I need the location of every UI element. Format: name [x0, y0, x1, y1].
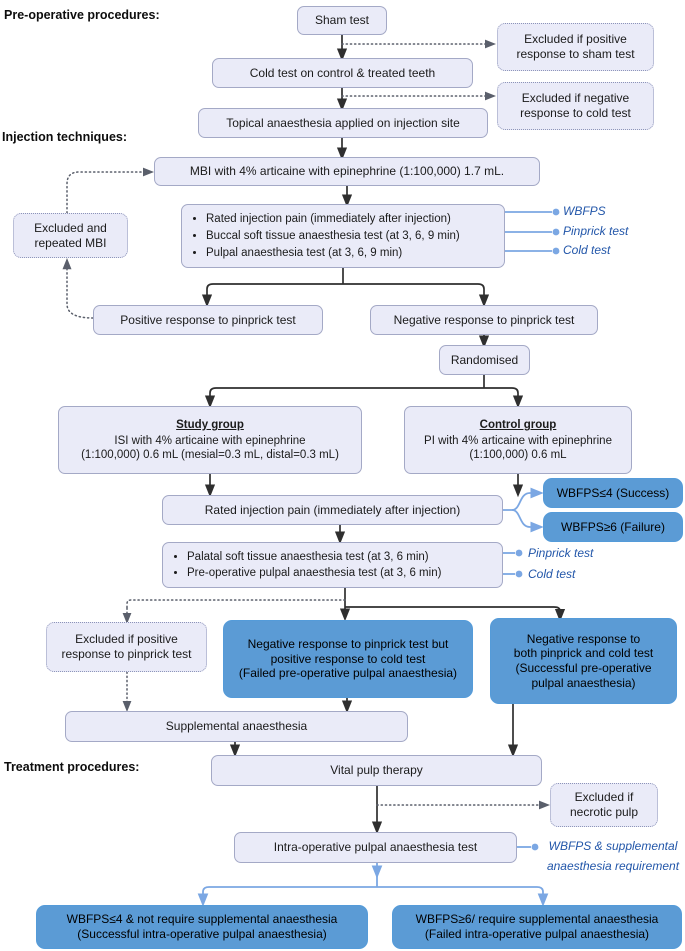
bullet-item: Pulpal anaesthesia test (at 3, 6, 9 min)	[206, 246, 460, 260]
success-preop-line3: (Successful pre-operative	[515, 661, 652, 675]
intra-label-line2: anaesthesia requirement	[546, 858, 680, 873]
node-excluded-necrotic: Excluded if necrotic pulp	[550, 783, 658, 827]
failed-preop-line3: (Failed pre-operative pulpal anaesthesia…	[238, 666, 458, 681]
label-pinprick-test-1: Pinprick test	[563, 224, 629, 238]
final-success-line2: (Successful intra-operative pulpal anaes…	[77, 927, 327, 941]
node-excluded-cold: Excluded if negative response to cold te…	[497, 82, 654, 130]
section-heading-preoperative: Pre-operative procedures:	[4, 8, 160, 22]
control-group-title: Control group	[479, 418, 557, 431]
node-wbfps-success: WBFPS≤4 (Success)	[543, 478, 683, 508]
node-excluded-sham: Excluded if positive response to sham te…	[497, 23, 654, 71]
control-group-line1: PI with 4% articaine with epinephrine	[424, 434, 612, 447]
node-supplemental-anaesthesia: Supplemental anaesthesia	[65, 711, 408, 742]
node-positive-pinprick: Positive response to pinprick test	[93, 305, 323, 335]
node-failed-preoperative: Negative response to pinprick test but p…	[223, 620, 473, 698]
node-final-success: WBFPS≤4 & not require supplemental anaes…	[36, 905, 368, 949]
node-study-group: Study group ISI with 4% articaine with e…	[58, 406, 362, 474]
control-group-line2: (1:100,000) 0.6 mL	[469, 449, 567, 461]
node-randomised: Randomised	[439, 345, 530, 375]
label-wbfps: WBFPS	[563, 204, 606, 218]
study-group-line1: ISI with 4% articaine with epinephrine	[114, 434, 306, 447]
bullet-item: Buccal soft tissue anaesthesia test (at …	[206, 229, 460, 243]
node-negative-pinprick: Negative response to pinprick test	[370, 305, 598, 335]
label-cold-test-2: Cold test	[528, 567, 576, 581]
node-final-failure: WBFPS≥6/ require supplemental anaesthesi…	[392, 905, 682, 949]
study-group-title: Study group	[176, 418, 244, 431]
success-preop-line1: Negative response to	[526, 631, 641, 646]
label-wbfps-supplemental: WBFPS & supplemental anaesthesia require…	[543, 837, 683, 877]
node-excluded-pinprick: Excluded if positive response to pinpric…	[46, 622, 207, 672]
node-sham-test: Sham test	[297, 6, 387, 35]
section-heading-treatment: Treatment procedures:	[4, 760, 140, 774]
node-control-group: Control group PI with 4% articaine with …	[404, 406, 632, 474]
node-topical-anaesthesia: Topical anaesthesia applied on injection…	[198, 108, 488, 138]
node-assessment-list-1: Rated injection pain (immediately after …	[181, 204, 505, 268]
node-wbfps-failure: WBFPS≥6 (Failure)	[543, 512, 683, 542]
study-group-line2: (1:100,000) 0.6 mL (mesial=0.3 mL, dista…	[81, 449, 339, 461]
node-vital-pulp-therapy: Vital pulp therapy	[211, 755, 542, 786]
section-heading-injection: Injection techniques:	[2, 130, 128, 144]
label-cold-test-1: Cold test	[563, 243, 611, 257]
label-pinprick-test-2: Pinprick test	[528, 546, 594, 560]
bullet-item: Pre-operative pulpal anaesthesia test (a…	[187, 566, 441, 580]
bullet-item: Rated injection pain (immediately after …	[206, 212, 460, 226]
intra-label-line1: WBFPS & supplemental	[548, 839, 678, 853]
node-excluded-repeated-mbi: Excluded and repeated MBI	[13, 213, 128, 258]
node-cold-test: Cold test on control & treated teeth	[212, 58, 473, 88]
success-preop-line2: both pinprick and cold test	[513, 646, 654, 661]
final-failure-line1: WBFPS≥6/ require supplemental anaesthesi…	[415, 912, 659, 927]
node-intraoperative-test: Intra-operative pulpal anaesthesia test	[234, 832, 517, 863]
bullet-item: Palatal soft tissue anaesthesia test (at…	[187, 550, 441, 564]
node-successful-preoperative: Negative response to both pinprick and c…	[490, 618, 677, 704]
node-rated-injection-pain: Rated injection pain (immediately after …	[162, 495, 503, 525]
node-assessment-list-2: Palatal soft tissue anaesthesia test (at…	[162, 542, 503, 588]
failed-preop-line2: positive response to cold test	[270, 651, 426, 666]
final-success-line1: WBFPS≤4 & not require supplemental anaes…	[66, 912, 338, 927]
node-mbi-injection: MBI with 4% articaine with epinephrine (…	[154, 157, 540, 186]
final-failure-line2: (Failed intra-operative pulpal anaesthes…	[424, 927, 650, 941]
failed-preop-line1: Negative response to pinprick test but	[247, 637, 449, 652]
success-preop-line4: pulpal anaesthesia)	[531, 675, 636, 690]
